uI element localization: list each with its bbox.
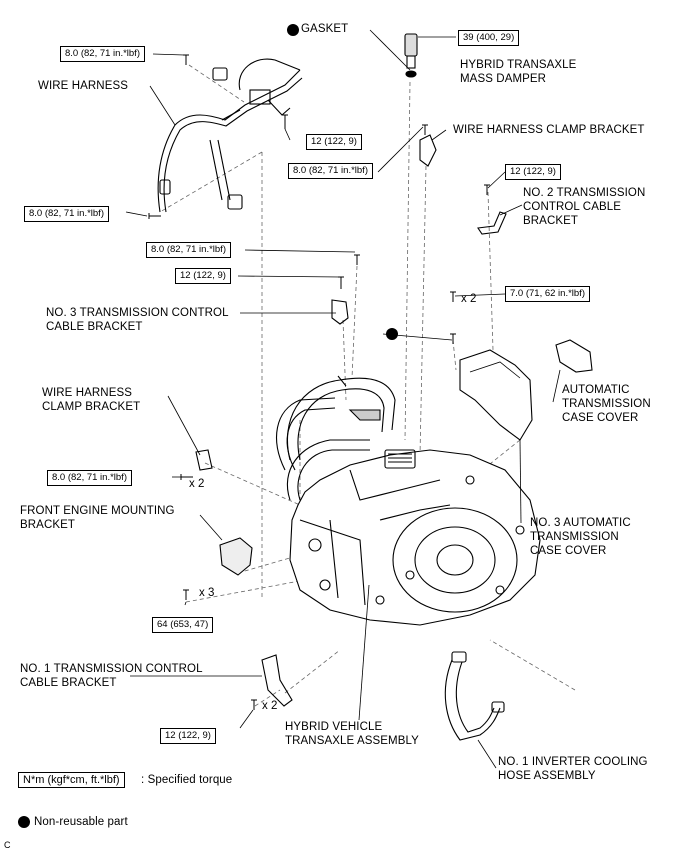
legend-nonreusable-text: Non-reusable part <box>34 816 128 828</box>
no3-bracket-part <box>331 299 349 325</box>
gasket-dot-icon <box>287 24 299 36</box>
torque-box: 12 (122, 9) <box>306 134 362 150</box>
wire-harness-part <box>157 58 303 213</box>
torque-box: 8.0 (82, 71 in.*lbf) <box>60 46 145 62</box>
torque-box: 7.0 (71, 62 in.*lbf) <box>505 286 590 302</box>
no2-bracket-part <box>477 211 507 235</box>
torque-box: 8.0 (82, 71 in.*lbf) <box>24 206 109 222</box>
no3-bracket-label: NO. 3 TRANSMISSION CONTROL CABLE BRACKET <box>46 307 229 333</box>
harness-over-transaxle <box>276 375 396 501</box>
legend-unit-box: N*m (kgf*cm, ft.*lbf) <box>18 772 125 788</box>
no3-case-cover-part <box>459 349 533 441</box>
quantity-label: x 2 <box>189 478 205 490</box>
mass-damper-part <box>404 33 418 78</box>
clamp-bracket-left-label: WIRE HARNESS CLAMP BRACKET <box>42 387 141 413</box>
inverter-hose-part <box>444 651 505 741</box>
quantity-label: x 2 <box>262 700 278 712</box>
corner-mark: C <box>4 840 11 850</box>
legend-dot-icon <box>18 816 30 828</box>
legend-unit-text: : Specified torque <box>141 774 233 786</box>
front-engine-mount-part <box>219 537 253 576</box>
no2-bracket-label: NO. 2 TRANSMISSION CONTROL CABLE BRACKET <box>523 187 646 227</box>
torque-box: 12 (122, 9) <box>505 164 561 180</box>
front-engine-mount-label: FRONT ENGINE MOUNTING BRACKET <box>20 505 175 531</box>
torque-box: 12 (122, 9) <box>175 268 231 284</box>
wire-harness-label: WIRE HARNESS <box>38 80 129 92</box>
clamp-bracket-top-part <box>419 134 437 167</box>
bolt-icons <box>148 54 490 710</box>
atm-case-cover-part <box>555 339 593 373</box>
quantity-label: x 3 <box>199 587 215 599</box>
quantity-label: x 2 <box>461 293 477 305</box>
torque-box: 8.0 (82, 71 in.*lbf) <box>146 242 231 258</box>
torque-box: 8.0 (82, 71 in.*lbf) <box>47 470 132 486</box>
leader-lines <box>125 29 561 769</box>
transaxle-body <box>289 449 541 626</box>
clamp-bracket-left-part <box>195 449 213 471</box>
no1-bracket-label: NO. 1 TRANSMISSION CONTROL CABLE BRACKET <box>20 663 203 689</box>
nonreusable-dot-icon <box>386 328 398 340</box>
mass-damper-label: HYBRID TRANSAXLE MASS DAMPER <box>460 59 577 85</box>
torque-box: 8.0 (82, 71 in.*lbf) <box>288 163 373 179</box>
torque-box: 12 (122, 9) <box>160 728 216 744</box>
alignment-lines <box>159 64 576 707</box>
no3-case-cover-label: NO. 3 AUTOMATIC TRANSMISSION CASE COVER <box>530 517 631 557</box>
no1-bracket-part <box>261 654 293 707</box>
inverter-hose-label: NO. 1 INVERTER COOLING HOSE ASSEMBLY <box>498 756 648 782</box>
atm-case-cover-label: AUTOMATIC TRANSMISSION CASE COVER <box>562 384 651 424</box>
clamp-bracket-top-label: WIRE HARNESS CLAMP BRACKET <box>453 124 645 136</box>
transaxle-label: HYBRID VEHICLE TRANSAXLE ASSEMBLY <box>285 721 419 747</box>
torque-box: 64 (653, 47) <box>152 617 214 633</box>
gasket-label: GASKET <box>301 23 349 35</box>
torque-box: 39 (400, 29) <box>458 30 520 46</box>
